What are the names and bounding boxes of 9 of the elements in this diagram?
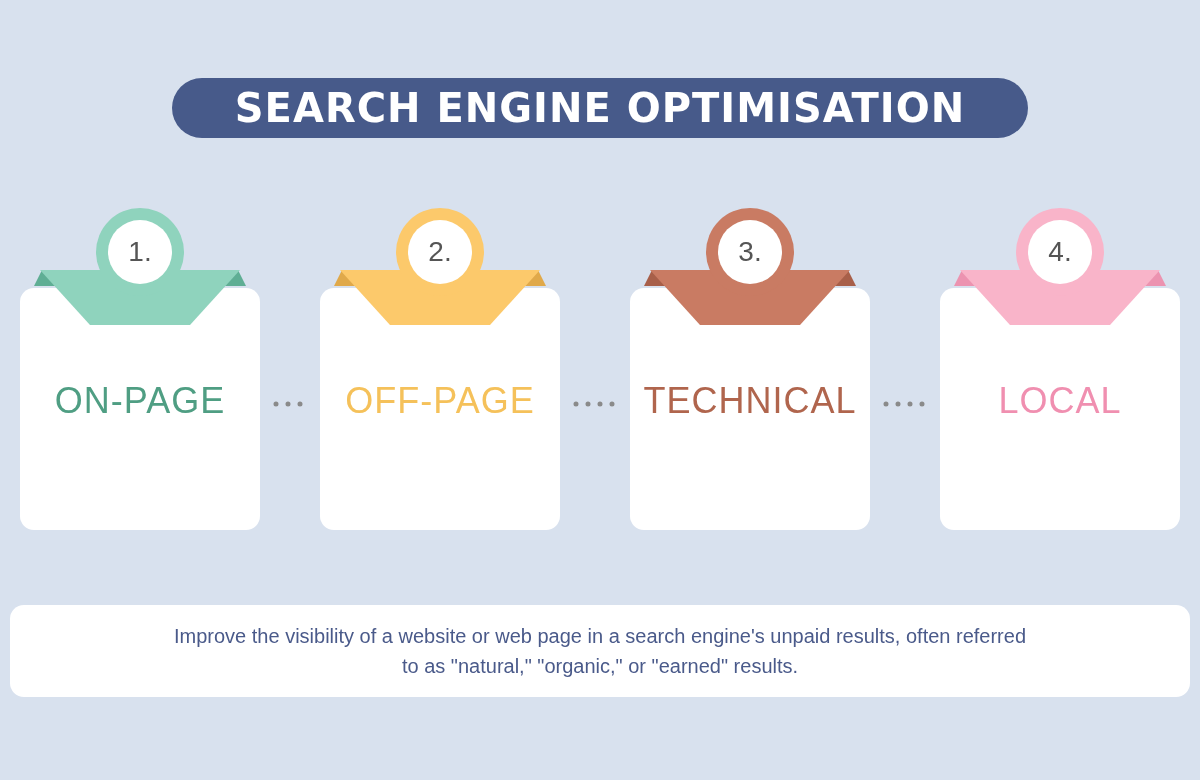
dotted-connector bbox=[573, 401, 617, 407]
step-title: OFF-PAGE bbox=[344, 380, 536, 422]
dotted-connector bbox=[883, 401, 927, 407]
description-card bbox=[10, 605, 1190, 697]
description-text: Improve the visibility of a website or web page in a search engine's unpaid results, often referred to as "natural," "organic," or "earned" results. bbox=[172, 624, 1028, 679]
title-banner: SEARCH ENGINE OPTIMISATION bbox=[172, 78, 1028, 138]
step-title: TECHNICAL bbox=[642, 380, 858, 422]
step-title: LOCAL bbox=[997, 380, 1123, 422]
step-title: ON-PAGE bbox=[53, 380, 227, 422]
